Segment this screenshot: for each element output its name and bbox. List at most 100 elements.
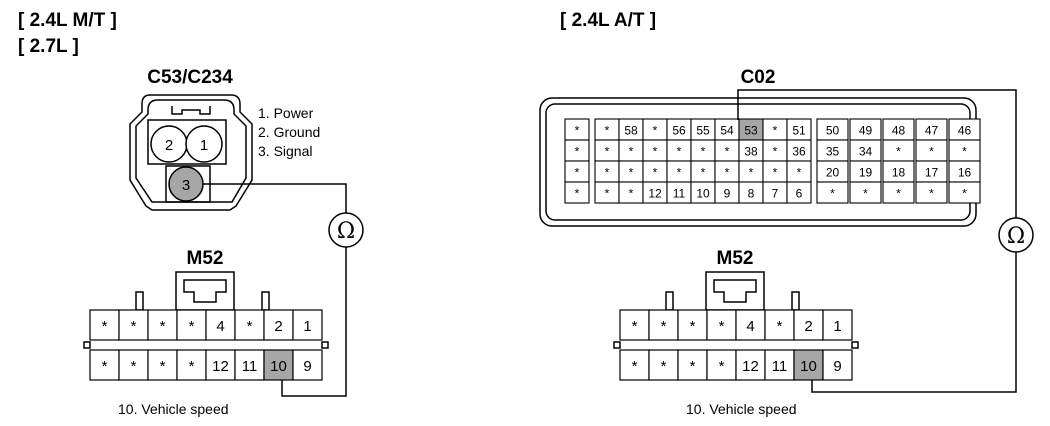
right-m52-pin-label: * — [777, 318, 783, 335]
right-m52-pin-cell — [735, 309, 766, 341]
right-m52-pin-label: * — [719, 358, 725, 375]
left-test-wire-lower — [281, 247, 347, 397]
right-m52-pin-label: 2 — [804, 318, 812, 335]
left-m52-pin-label: * — [247, 318, 253, 335]
left-ohmmeter — [328, 212, 364, 248]
right-m52-pin-label: * — [632, 358, 638, 375]
c02-pin-label: 9 — [724, 187, 731, 201]
right-m52-pin-label: 4 — [746, 318, 754, 335]
c02-pin-label: * — [677, 166, 682, 180]
right-ohmmeter-symbol: Ω — [1007, 224, 1025, 249]
right-m52-pin-cell — [619, 349, 650, 381]
c02-pin-cell — [849, 181, 882, 204]
c02-pin-label: * — [962, 145, 967, 159]
c02-pin-label: 34 — [859, 145, 873, 159]
left-m52-pin-label: 1 — [303, 318, 311, 335]
right-m52-pin-label: * — [661, 358, 667, 375]
left-m52-pin-cell — [147, 309, 178, 341]
c02-pin-label: 53 — [744, 124, 758, 138]
c02-pin-cell — [564, 181, 590, 204]
sensor-connector-title: C53/C234 — [147, 67, 233, 88]
sensor-connector — [129, 94, 253, 211]
left-m52-pin-label: 11 — [242, 358, 258, 375]
left-m52-pin-label: 4 — [216, 318, 224, 335]
right-m52-pin-cell — [706, 349, 737, 381]
right-m52-pin-label: 9 — [833, 358, 841, 375]
c02-pin-label: * — [629, 166, 634, 180]
left-m52-pin-cell — [234, 349, 265, 381]
c02-pin-label: * — [605, 166, 610, 180]
right-m52-pin-label: * — [661, 318, 667, 335]
c02-pin-cell — [816, 181, 849, 204]
c02-pin-label: 50 — [826, 124, 840, 138]
c02-pin-label: 47 — [925, 124, 939, 138]
c02-pin-cell — [948, 181, 981, 204]
sensor-pin-2-label: 2 — [165, 137, 173, 154]
sensor-pin-1 — [185, 125, 223, 163]
c02-pin-label: 36 — [792, 145, 806, 159]
c02-pin-label: * — [896, 187, 901, 201]
left-m52-pin-label: 12 — [212, 358, 229, 375]
c02-pin-label: * — [629, 187, 634, 201]
c02-pin-label: * — [677, 145, 682, 159]
c02-title: C02 — [741, 67, 776, 88]
left-m52-pin-label: * — [131, 358, 137, 375]
c02-pin-label: * — [605, 145, 610, 159]
right-m52-pin-label: * — [690, 358, 696, 375]
left-m52-pin-label: 2 — [274, 318, 282, 335]
left-m52-pin-cell — [292, 309, 323, 341]
c02-pin-label: 55 — [696, 124, 710, 138]
right-m52-pin-label: 1 — [833, 318, 841, 335]
left-test-wire — [203, 183, 347, 213]
c02-pin-label: 19 — [859, 166, 873, 180]
right-m52-pin-cell — [735, 349, 766, 381]
left-m52-pin-label: * — [102, 318, 108, 335]
left-m52-title: M52 — [187, 248, 224, 269]
right-m52-pin-cell — [822, 309, 853, 341]
c02-pin-label: * — [575, 124, 580, 138]
header-24l-mt: [ 2.4L M/T ] — [18, 10, 117, 31]
c02-pin-label: * — [725, 145, 730, 159]
c02-pin-label: 38 — [744, 145, 758, 159]
c02-pin-label: * — [896, 145, 901, 159]
left-m52-pin-label: 9 — [303, 358, 311, 375]
sensor-pin-3-label: 3 — [182, 177, 190, 194]
right-m52-pin-label: * — [690, 318, 696, 335]
left-m52-pin-cell — [118, 309, 149, 341]
c02-pin-label: 48 — [892, 124, 906, 138]
right-m52-note: 10. Vehicle speed — [686, 401, 797, 417]
right-m52-pin-cell — [677, 349, 708, 381]
right-m52-pin-cell — [764, 309, 795, 341]
right-m52-pin-cell — [822, 349, 853, 381]
c02-pin-label: 18 — [892, 166, 906, 180]
right-m52-pin-label: * — [719, 318, 725, 335]
left-m52-note: 10. Vehicle speed — [118, 401, 229, 417]
left-m52-pin-label: * — [189, 318, 195, 335]
c02-pin-label: * — [725, 166, 730, 180]
c02-pin-label: 35 — [826, 145, 840, 159]
c02-pin-label: 49 — [859, 124, 873, 138]
right-m52-pin-label: 11 — [772, 358, 788, 375]
c02-pin-label: * — [605, 187, 610, 201]
c02-pin-label: * — [773, 166, 778, 180]
c02-pin-label: * — [653, 166, 658, 180]
left-m52-pin-cell — [176, 349, 207, 381]
right-m52-pin-label: 10 — [800, 358, 817, 375]
c02-pin-label: * — [605, 124, 610, 138]
right-m52-pin-cell — [793, 309, 824, 341]
c02-pin-label: * — [773, 145, 778, 159]
c02-pin-label: 10 — [696, 187, 710, 201]
right-ohmmeter — [998, 217, 1034, 253]
sensor-legend-ground: 2. Ground — [258, 124, 320, 140]
left-m52-pin-label: * — [189, 358, 195, 375]
left-m52-pin-cell — [205, 309, 236, 341]
right-test-wire — [737, 89, 1017, 218]
sensor-legend-signal: 3. Signal — [258, 143, 312, 159]
right-test-wire-lower — [811, 252, 1017, 393]
c02-pin-label: 8 — [748, 187, 755, 201]
c02-pin-label: 6 — [796, 187, 803, 201]
c02-pin-label: * — [575, 187, 580, 201]
